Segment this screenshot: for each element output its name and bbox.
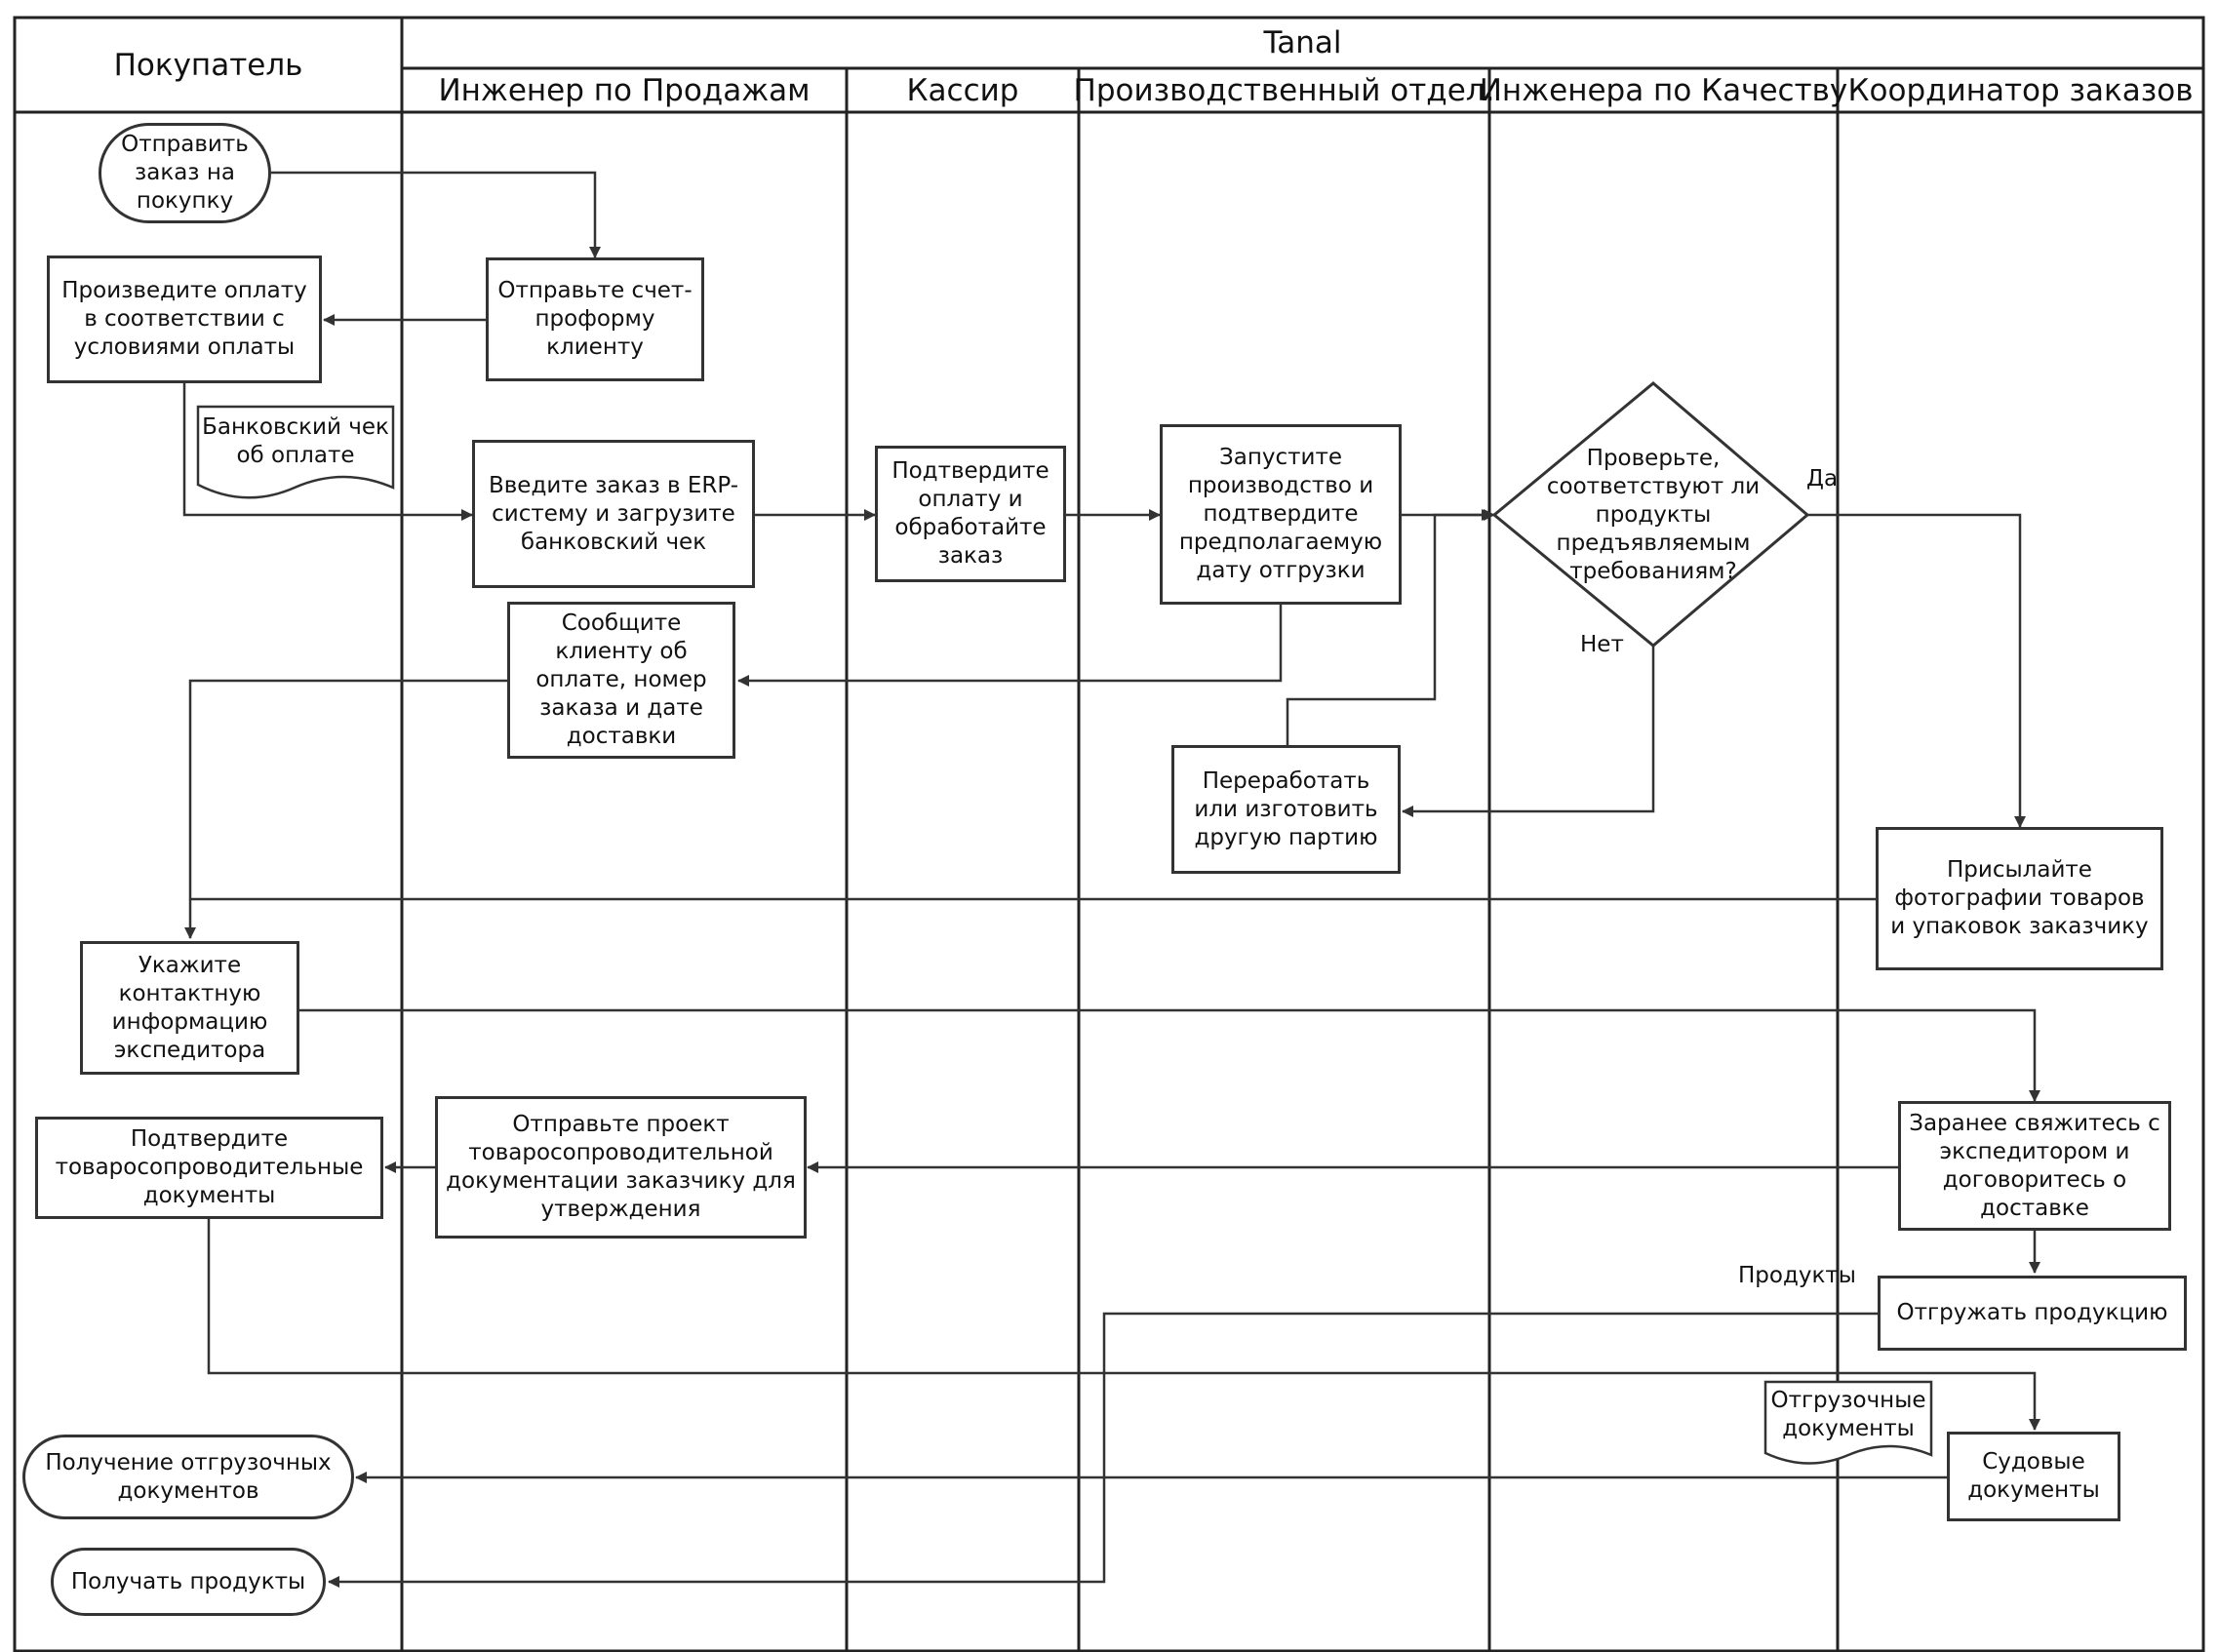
node-start-production: Запустите производство и подтвердите пре… xyxy=(1160,424,1402,605)
node-send-photos: Присылайте фотографии товаров и упаковок… xyxy=(1876,827,2163,970)
edge-confirm-to-shipdocs xyxy=(207,1219,2040,1431)
edge-quality-yes-to-photos xyxy=(1807,513,2026,828)
lane-header-production: Производственный отдел. xyxy=(1073,72,1495,108)
node-make-payment: Произведите оплату в соответствии с усло… xyxy=(47,256,322,383)
bank-check-doc-shape xyxy=(196,405,395,499)
node-send-draft-docs: Отправьте проект товаросопроводительной … xyxy=(435,1096,807,1239)
node-receive-products: Получать продукты xyxy=(51,1548,326,1616)
quality-decision-shape xyxy=(1491,381,1810,648)
node-bank-check-doc: Банковский чек об оплате xyxy=(202,414,389,468)
lane-header-buyer: Покупатель xyxy=(113,47,303,83)
edge-ship-to-receive-products xyxy=(328,1312,1878,1588)
node-contact-forwarder: Заранее свяжитесь с экспедитором и догов… xyxy=(1898,1101,2171,1231)
edge-label-yes: Да xyxy=(1806,466,1839,492)
edge-order-to-proforma xyxy=(271,171,601,258)
node-confirm-docs: Подтвердите товаросопроводительные докум… xyxy=(35,1117,383,1219)
node-check-quality: Проверьте, соответствуют ли продукты пре… xyxy=(1546,445,1761,584)
group-title: Tanal xyxy=(1263,25,1342,60)
lane-header-coordinator: Координатор заказов xyxy=(1847,72,2194,108)
edge-inform-to-forwarder xyxy=(184,679,507,939)
edge-forwarder-to-coordinator xyxy=(299,1008,2040,1102)
lane-header-sales: Инженер по Продажам xyxy=(438,72,811,108)
node-shipping-docs-doc: Отгрузочные документы xyxy=(1770,1388,1926,1441)
node-ship-products: Отгружать продукцию xyxy=(1878,1276,2187,1351)
edge-label-no: Нет xyxy=(1580,632,1624,657)
node-enter-order-erp: Введите заказ в ERP-систему и загрузите … xyxy=(472,440,755,588)
lane-grid xyxy=(13,16,2205,1652)
edge-label-products: Продукты xyxy=(1738,1263,1856,1288)
edge-production-to-inform xyxy=(737,605,1283,687)
lane-header-cashier: Кассир xyxy=(906,72,1019,108)
node-rework: Переработать или изготовить другую парти… xyxy=(1171,745,1401,874)
node-ship-documents: Судовые документы xyxy=(1947,1432,2120,1521)
edge-rework-to-quality xyxy=(1286,509,1493,745)
edge-quality-no-to-rework xyxy=(1402,646,1655,817)
edge-payment-to-erp xyxy=(182,383,473,521)
shipping-docs-doc-shape xyxy=(1763,1380,1933,1465)
node-inform-client: Сообщите клиенту об оплате, номер заказа… xyxy=(507,602,735,759)
node-send-order: Отправить заказ на покупку xyxy=(99,123,271,223)
lane-header-quality: Инженера по Качеству xyxy=(1479,72,1848,108)
node-receive-shipping-docs: Получение отгрузочных документов xyxy=(22,1435,354,1519)
node-forwarder-contact: Укажите контактную информацию экспедитор… xyxy=(80,941,299,1075)
node-send-proforma: Отправьте счет-проформу клиенту xyxy=(486,257,704,381)
node-confirm-payment: Подтвердите оплату и обработайте заказ xyxy=(875,446,1066,582)
